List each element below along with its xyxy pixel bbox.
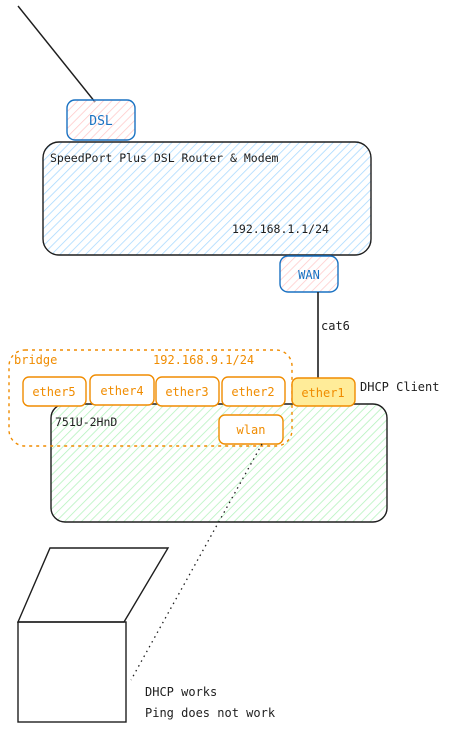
dsl-box: DSL xyxy=(66,99,136,141)
wan-label: WAN xyxy=(298,268,320,282)
wlan-port: wlan xyxy=(218,414,284,445)
bridge-label: bridge xyxy=(14,353,57,367)
port-label: ether4 xyxy=(100,384,143,398)
laptop-line-1: DHCP works xyxy=(145,685,217,699)
ether1-label: ether1 xyxy=(301,386,344,400)
port-ether2: ether2 xyxy=(221,376,286,407)
bridge-group: bridge 192.168.9.1/24 xyxy=(8,349,293,447)
port-ether5: ether5 xyxy=(22,376,87,407)
wan-port: WAN xyxy=(279,255,339,293)
router-title: SpeedPort Plus DSL Router & Modem xyxy=(50,151,279,165)
ether1-note: DHCP Client xyxy=(360,380,439,394)
bridge-ip: 192.168.9.1/24 xyxy=(153,353,254,367)
port-label: ether2 xyxy=(231,385,274,399)
router-ip: 192.168.1.1/24 xyxy=(232,222,329,236)
laptop-icon xyxy=(16,547,170,723)
port-label: ether3 xyxy=(165,385,208,399)
cable-label: cat6 xyxy=(321,319,350,333)
port-ether3: ether3 xyxy=(155,376,220,407)
laptop-line-2: Ping does not work xyxy=(145,706,276,720)
port-ether4: ether4 xyxy=(89,374,155,406)
router-box: SpeedPort Plus DSL Router & Modem 192.16… xyxy=(42,141,372,256)
mikrotik-label: 751U-2HnD xyxy=(55,415,117,429)
wireless-link xyxy=(130,443,263,681)
dsl-label: DSL xyxy=(89,114,113,129)
dsl-line xyxy=(17,5,96,103)
wlan-label: wlan xyxy=(237,423,266,437)
port-ether1: ether1 xyxy=(291,377,356,407)
port-label: ether5 xyxy=(32,385,75,399)
